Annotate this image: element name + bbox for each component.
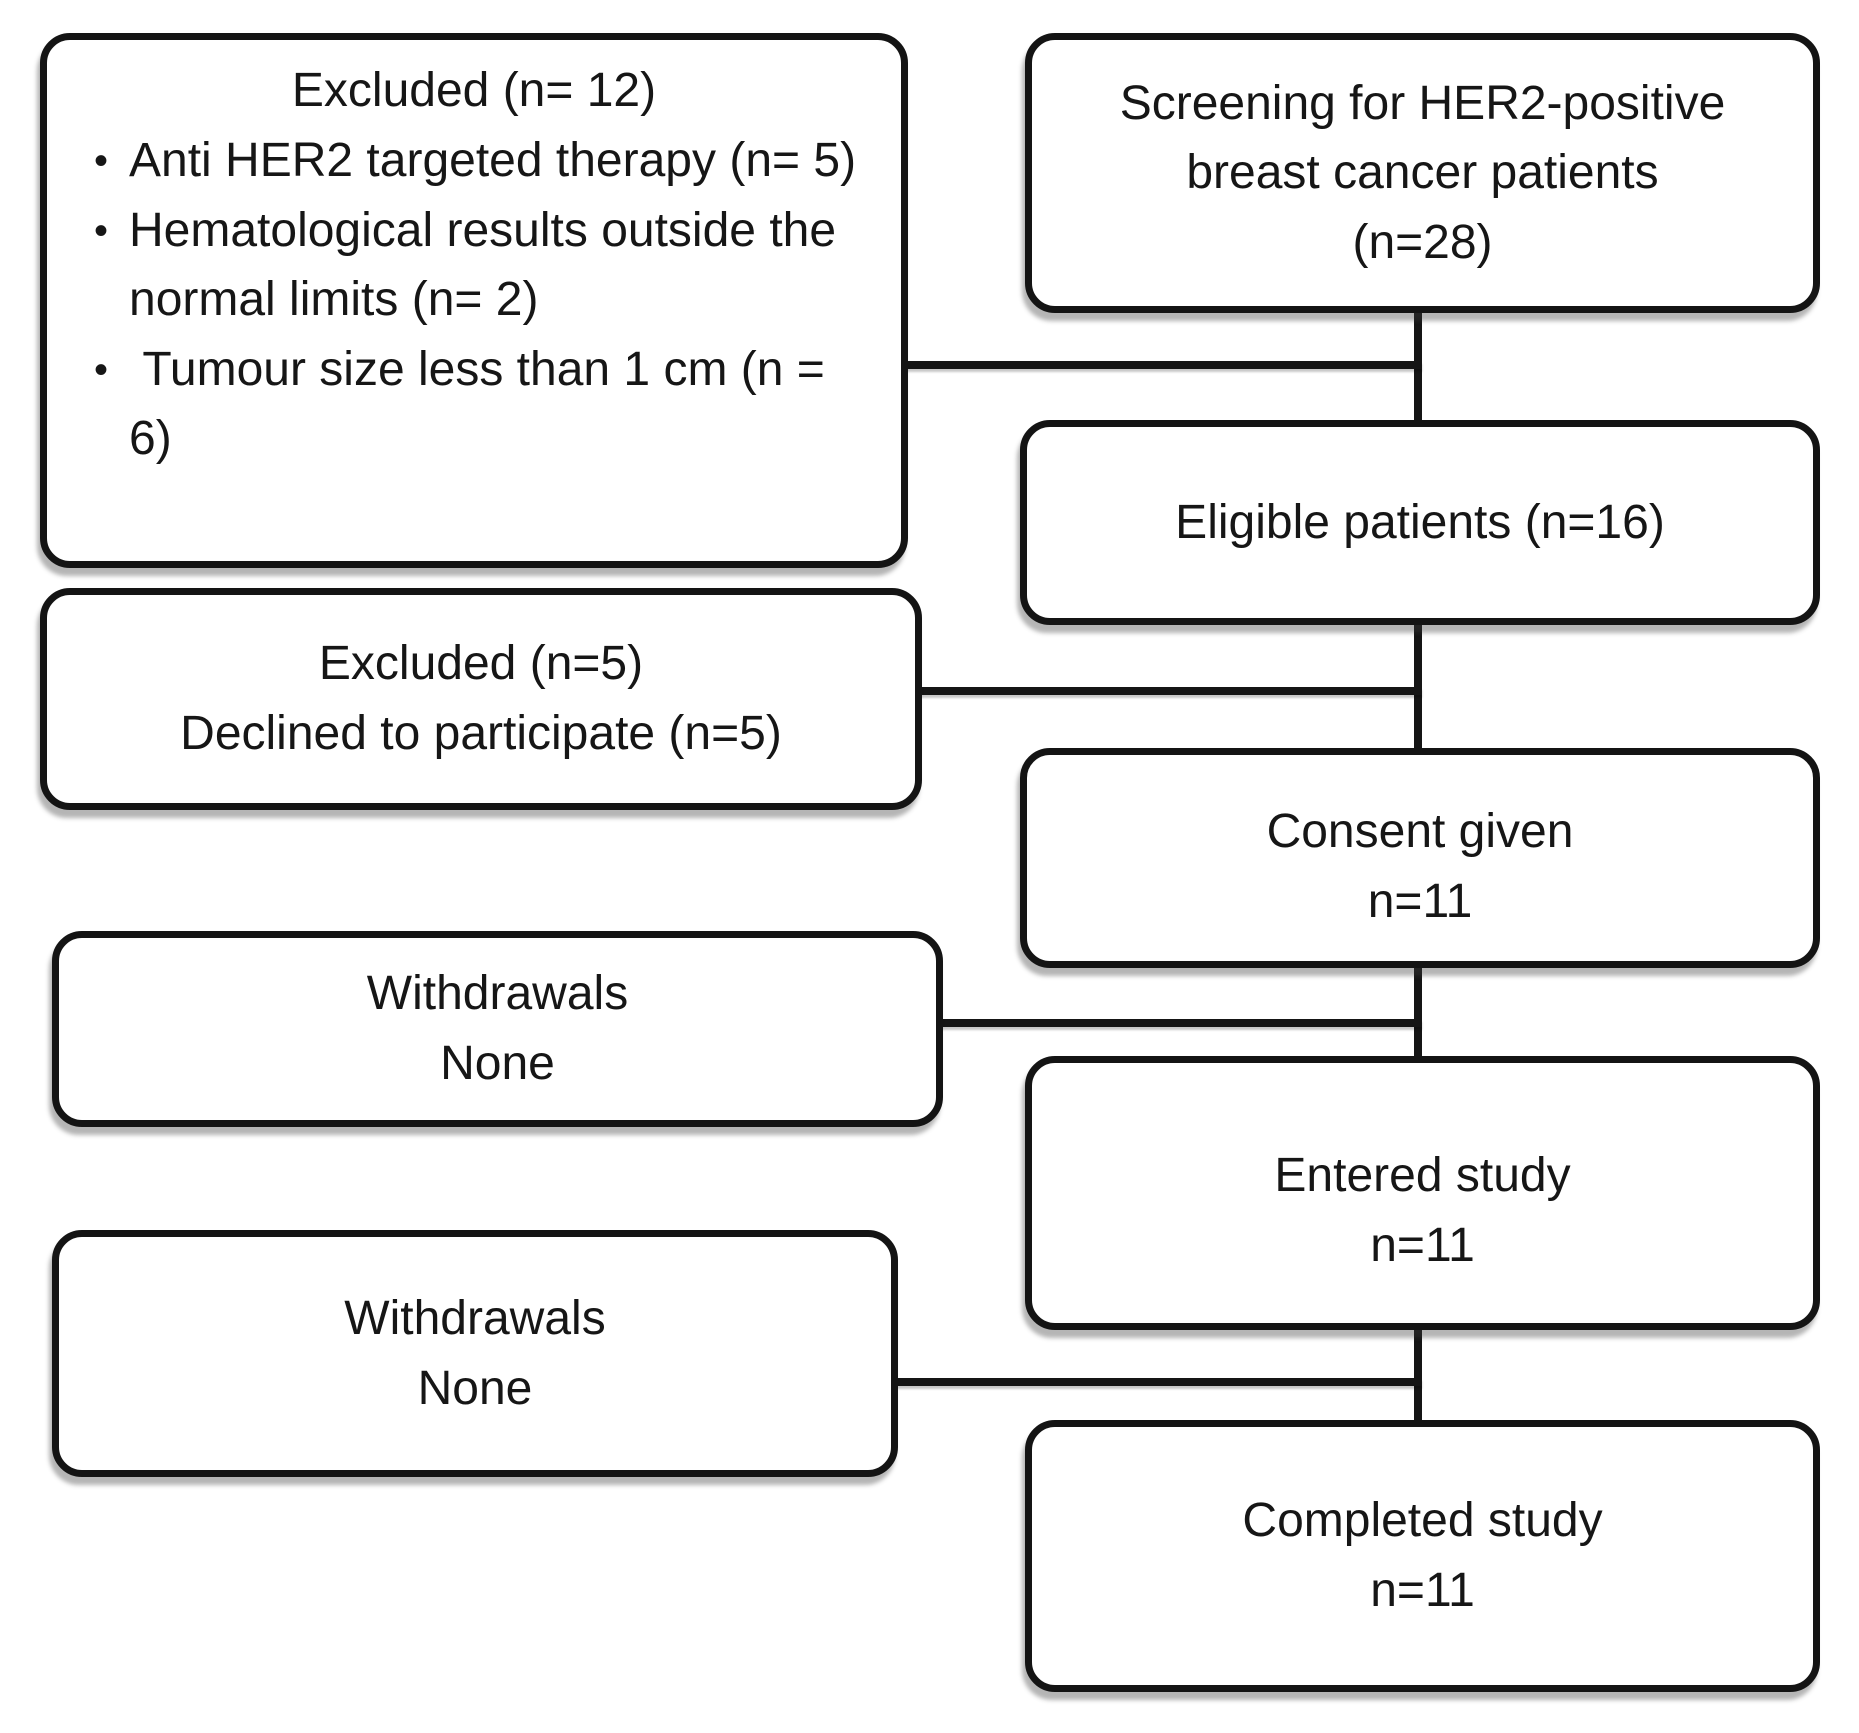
- eligible-text-line: Eligible patients (n=16): [1175, 495, 1665, 549]
- withdrawals-during-study-box: Withdrawals None: [52, 1230, 898, 1477]
- bullet-icon: •: [93, 208, 108, 253]
- screening-box: Screening for HER2-positive breast cance…: [1025, 33, 1820, 313]
- eligible-patients-box: Eligible patients (n=16): [1020, 420, 1820, 625]
- excluded-declined-box: Excluded (n=5) Declined to participate (…: [40, 588, 922, 810]
- completed-study-box: Completed study n=11: [1025, 1420, 1820, 1692]
- list-item: • Hematological results outside the norm…: [73, 196, 875, 335]
- connector-withdrawals-entered: [890, 1378, 1422, 1386]
- connector-excluded-screening: [898, 361, 1422, 369]
- excluded-declined-reason: Declined to participate (n=5): [180, 707, 782, 760]
- consent-given-box: Consent given n=11: [1020, 748, 1820, 968]
- entered-text-line: Entered study: [1274, 1149, 1571, 1203]
- completed-count: n=11: [1370, 1564, 1475, 1617]
- connector-excluded-eligible: [914, 687, 1422, 695]
- screening-text-line: breast cancer patients: [1186, 146, 1659, 200]
- excluded-screening-bullet-list: • Anti HER2 targeted therapy (n= 5) • He…: [73, 126, 875, 474]
- withdrawals-count: None: [417, 1361, 533, 1415]
- connector-withdrawals-consent: [934, 1019, 1422, 1027]
- excluded-declined-title: Excluded (n=5): [318, 637, 644, 691]
- bullet-icon: •: [93, 347, 108, 392]
- consent-text-line: Consent given: [1266, 805, 1574, 859]
- withdrawals-title: Withdrawals: [344, 1291, 606, 1345]
- exclusion-reason: Anti HER2 targeted therapy (n= 5): [129, 133, 857, 187]
- withdrawals-before-entry-box: Withdrawals None: [52, 931, 943, 1127]
- list-item: • Tumour size less than 1 cm (n = 6): [73, 335, 875, 474]
- withdrawals-title: Withdrawals: [366, 967, 629, 1021]
- excluded-screening-title: Excluded (n= 12): [291, 64, 657, 117]
- screening-text-line: Screening for HER2-positive: [1119, 76, 1726, 130]
- withdrawals-count: None: [440, 1037, 555, 1090]
- entered-count: n=11: [1370, 1219, 1475, 1272]
- exclusion-reason: Tumour size less than 1 cm (n = 6): [129, 342, 839, 466]
- screening-count: (n=28): [1352, 215, 1493, 269]
- exclusion-reason: Hematological results outside the normal…: [129, 203, 850, 327]
- consent-count: n=11: [1367, 875, 1473, 928]
- entered-study-box: Entered study n=11: [1025, 1056, 1820, 1330]
- excluded-at-screening-box: Excluded (n= 12) • Anti HER2 targeted th…: [40, 33, 908, 568]
- list-item: • Anti HER2 targeted therapy (n= 5): [73, 126, 875, 196]
- completed-text-line: Completed study: [1242, 1494, 1603, 1548]
- bullet-icon: •: [93, 138, 108, 183]
